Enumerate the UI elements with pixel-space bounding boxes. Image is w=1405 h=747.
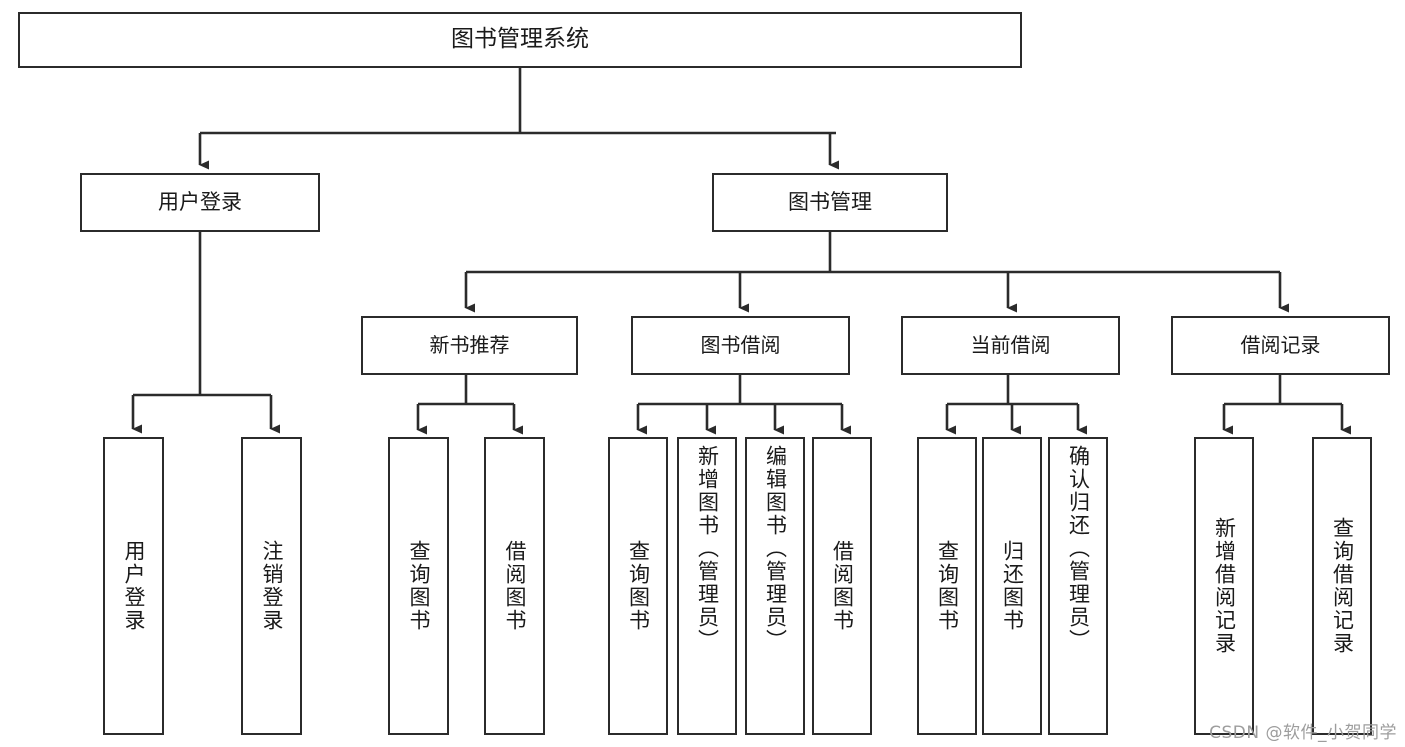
node-leaf-confirm-return[interactable]: 确认归还（管理员） xyxy=(1048,437,1108,735)
node-leaf-borrow-book-2[interactable]: 借阅图书 xyxy=(812,437,872,735)
node-leaf-return-book-label: 归还图书 xyxy=(1000,540,1025,632)
node-leaf-add-record-label: 新增借阅记录 xyxy=(1212,517,1237,655)
node-leaf-add-book-label: 新增图书（管理员） xyxy=(695,445,720,652)
node-leaf-borrow-book-1-label: 借阅图书 xyxy=(503,540,527,632)
node-leaf-return-book[interactable]: 归还图书 xyxy=(982,437,1042,735)
node-leaf-query-book-1-label: 查询图书 xyxy=(407,540,431,632)
node-new-book-recommend-label: 新书推荐 xyxy=(429,332,510,357)
node-borrow-record-label: 借阅记录 xyxy=(1240,332,1321,357)
node-leaf-query-book-2[interactable]: 查询图书 xyxy=(608,437,668,735)
node-leaf-borrow-book-1[interactable]: 借阅图书 xyxy=(484,437,545,735)
node-leaf-user-login-label: 用户登录 xyxy=(122,540,146,632)
node-leaf-borrow-book-2-label: 借阅图书 xyxy=(830,540,855,632)
node-leaf-logout-login[interactable]: 注销登录 xyxy=(241,437,302,735)
node-root[interactable]: 图书管理系统 xyxy=(18,12,1022,68)
node-leaf-add-book[interactable]: 新增图书（管理员） xyxy=(677,437,737,735)
node-leaf-query-record-label: 查询借阅记录 xyxy=(1330,517,1355,655)
node-book-borrow[interactable]: 图书借阅 xyxy=(631,316,850,375)
node-leaf-logout-login-label: 注销登录 xyxy=(260,540,284,632)
node-book-borrow-label: 图书借阅 xyxy=(700,332,781,357)
node-leaf-edit-book-label: 编辑图书（管理员） xyxy=(763,445,788,652)
node-user-login-label: 用户登录 xyxy=(158,190,242,215)
node-leaf-edit-book[interactable]: 编辑图书（管理员） xyxy=(745,437,805,735)
node-leaf-query-record[interactable]: 查询借阅记录 xyxy=(1312,437,1372,735)
node-leaf-query-book-1[interactable]: 查询图书 xyxy=(388,437,449,735)
node-leaf-query-book-3[interactable]: 查询图书 xyxy=(917,437,977,735)
watermark: CSDN @软件_小贺同学 xyxy=(1209,723,1397,743)
node-root-label: 图书管理系统 xyxy=(451,26,589,53)
node-book-manage-label: 图书管理 xyxy=(788,190,872,215)
node-leaf-query-book-3-label: 查询图书 xyxy=(935,540,960,632)
node-borrow-record[interactable]: 借阅记录 xyxy=(1171,316,1390,375)
node-leaf-query-book-2-label: 查询图书 xyxy=(626,540,651,632)
node-leaf-add-record[interactable]: 新增借阅记录 xyxy=(1194,437,1254,735)
node-book-manage[interactable]: 图书管理 xyxy=(712,173,948,232)
node-leaf-user-login[interactable]: 用户登录 xyxy=(103,437,164,735)
node-current-borrow-label: 当前借阅 xyxy=(970,332,1051,357)
node-current-borrow[interactable]: 当前借阅 xyxy=(901,316,1120,375)
node-new-book-recommend[interactable]: 新书推荐 xyxy=(361,316,578,375)
node-leaf-confirm-return-label: 确认归还（管理员） xyxy=(1066,445,1091,652)
node-user-login[interactable]: 用户登录 xyxy=(80,173,320,232)
